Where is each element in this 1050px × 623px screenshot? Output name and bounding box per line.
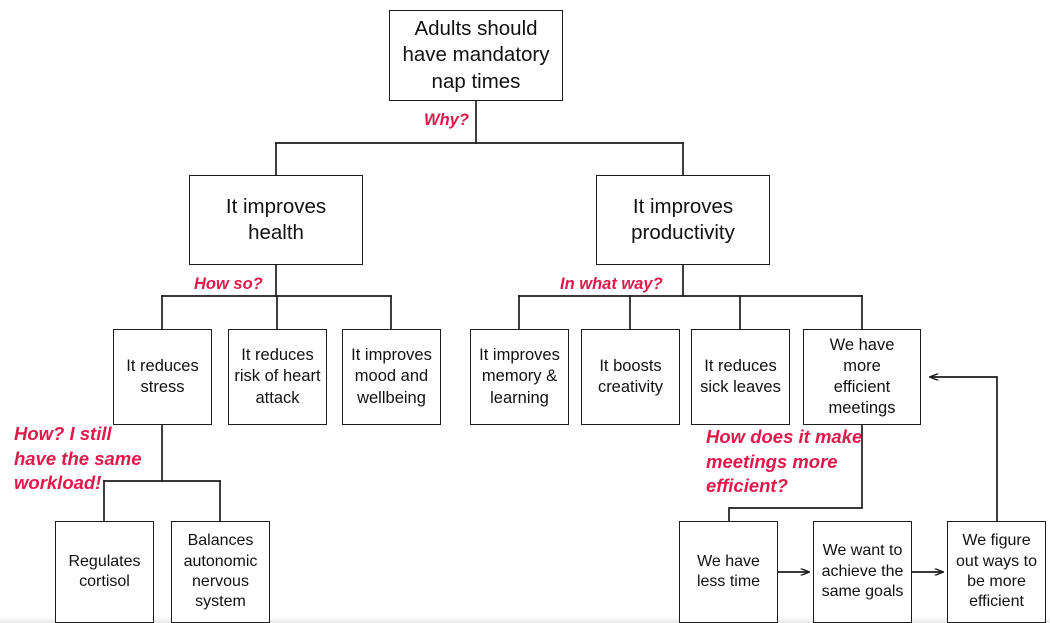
node-sick-leaves[interactable]: It reduces sick leaves xyxy=(691,329,790,425)
node-reduces-stress[interactable]: It reduces stress xyxy=(113,329,212,425)
node-heart-attack-label: It reduces risk of heart attack xyxy=(234,346,321,407)
annotation-in-what-way: In what way? xyxy=(560,275,663,293)
node-figure-out-ways-label: We figure out ways to be more efficient xyxy=(956,532,1037,611)
node-mood-wellbeing-label: It improves mood and wellbeing xyxy=(351,346,432,407)
node-less-time-label: We have less time xyxy=(696,552,761,590)
node-memory-learning-label: It improves memory & learning xyxy=(479,346,560,407)
node-productivity[interactable]: It improves productivity xyxy=(596,175,770,265)
node-health-label: It improves health xyxy=(225,194,327,244)
annotation-workload: How? I still have the same workload! xyxy=(14,423,142,494)
node-sick-leaves-label: It reduces sick leaves xyxy=(700,356,781,396)
node-heart-attack[interactable]: It reduces risk of heart attack xyxy=(228,329,327,425)
node-figure-out-ways[interactable]: We figure out ways to be more efficient xyxy=(947,521,1046,623)
node-productivity-label: It improves productivity xyxy=(631,194,735,244)
node-efficient-meetings[interactable]: We have more efficient meetings xyxy=(803,329,921,425)
node-same-goals[interactable]: We want to achieve the same goals xyxy=(813,521,912,623)
node-regulates-cortisol[interactable]: Regulates cortisol xyxy=(55,521,154,623)
node-creativity[interactable]: It boosts creativity xyxy=(581,329,680,425)
node-same-goals-label: We want to achieve the same goals xyxy=(821,542,904,601)
node-root-label: Adults should have mandatory nap times xyxy=(402,17,550,93)
node-root[interactable]: Adults should have mandatory nap times xyxy=(389,10,563,101)
node-creativity-label: It boosts creativity xyxy=(597,356,664,396)
node-autonomic-nervous[interactable]: Balances autonomic nervous system xyxy=(171,521,270,623)
node-health[interactable]: It improves health xyxy=(189,175,363,265)
annotation-how-so: How so? xyxy=(194,275,263,293)
annotation-meetings-question: How does it make meetings more efficient… xyxy=(706,426,863,497)
node-reduces-stress-label: It reduces stress xyxy=(126,356,199,396)
node-autonomic-nervous-label: Balances autonomic nervous system xyxy=(183,532,258,611)
edge-figureout-meetings-feedback xyxy=(929,377,998,522)
annotation-why: Why? xyxy=(424,111,469,129)
page-bottom-edge xyxy=(0,617,1050,623)
node-efficient-meetings-label: We have more efficient meetings xyxy=(828,335,896,418)
node-less-time[interactable]: We have less time xyxy=(679,521,778,623)
node-mood-wellbeing[interactable]: It improves mood and wellbeing xyxy=(342,329,441,425)
node-regulates-cortisol-label: Regulates cortisol xyxy=(68,552,141,590)
node-memory-learning[interactable]: It improves memory & learning xyxy=(470,329,569,425)
